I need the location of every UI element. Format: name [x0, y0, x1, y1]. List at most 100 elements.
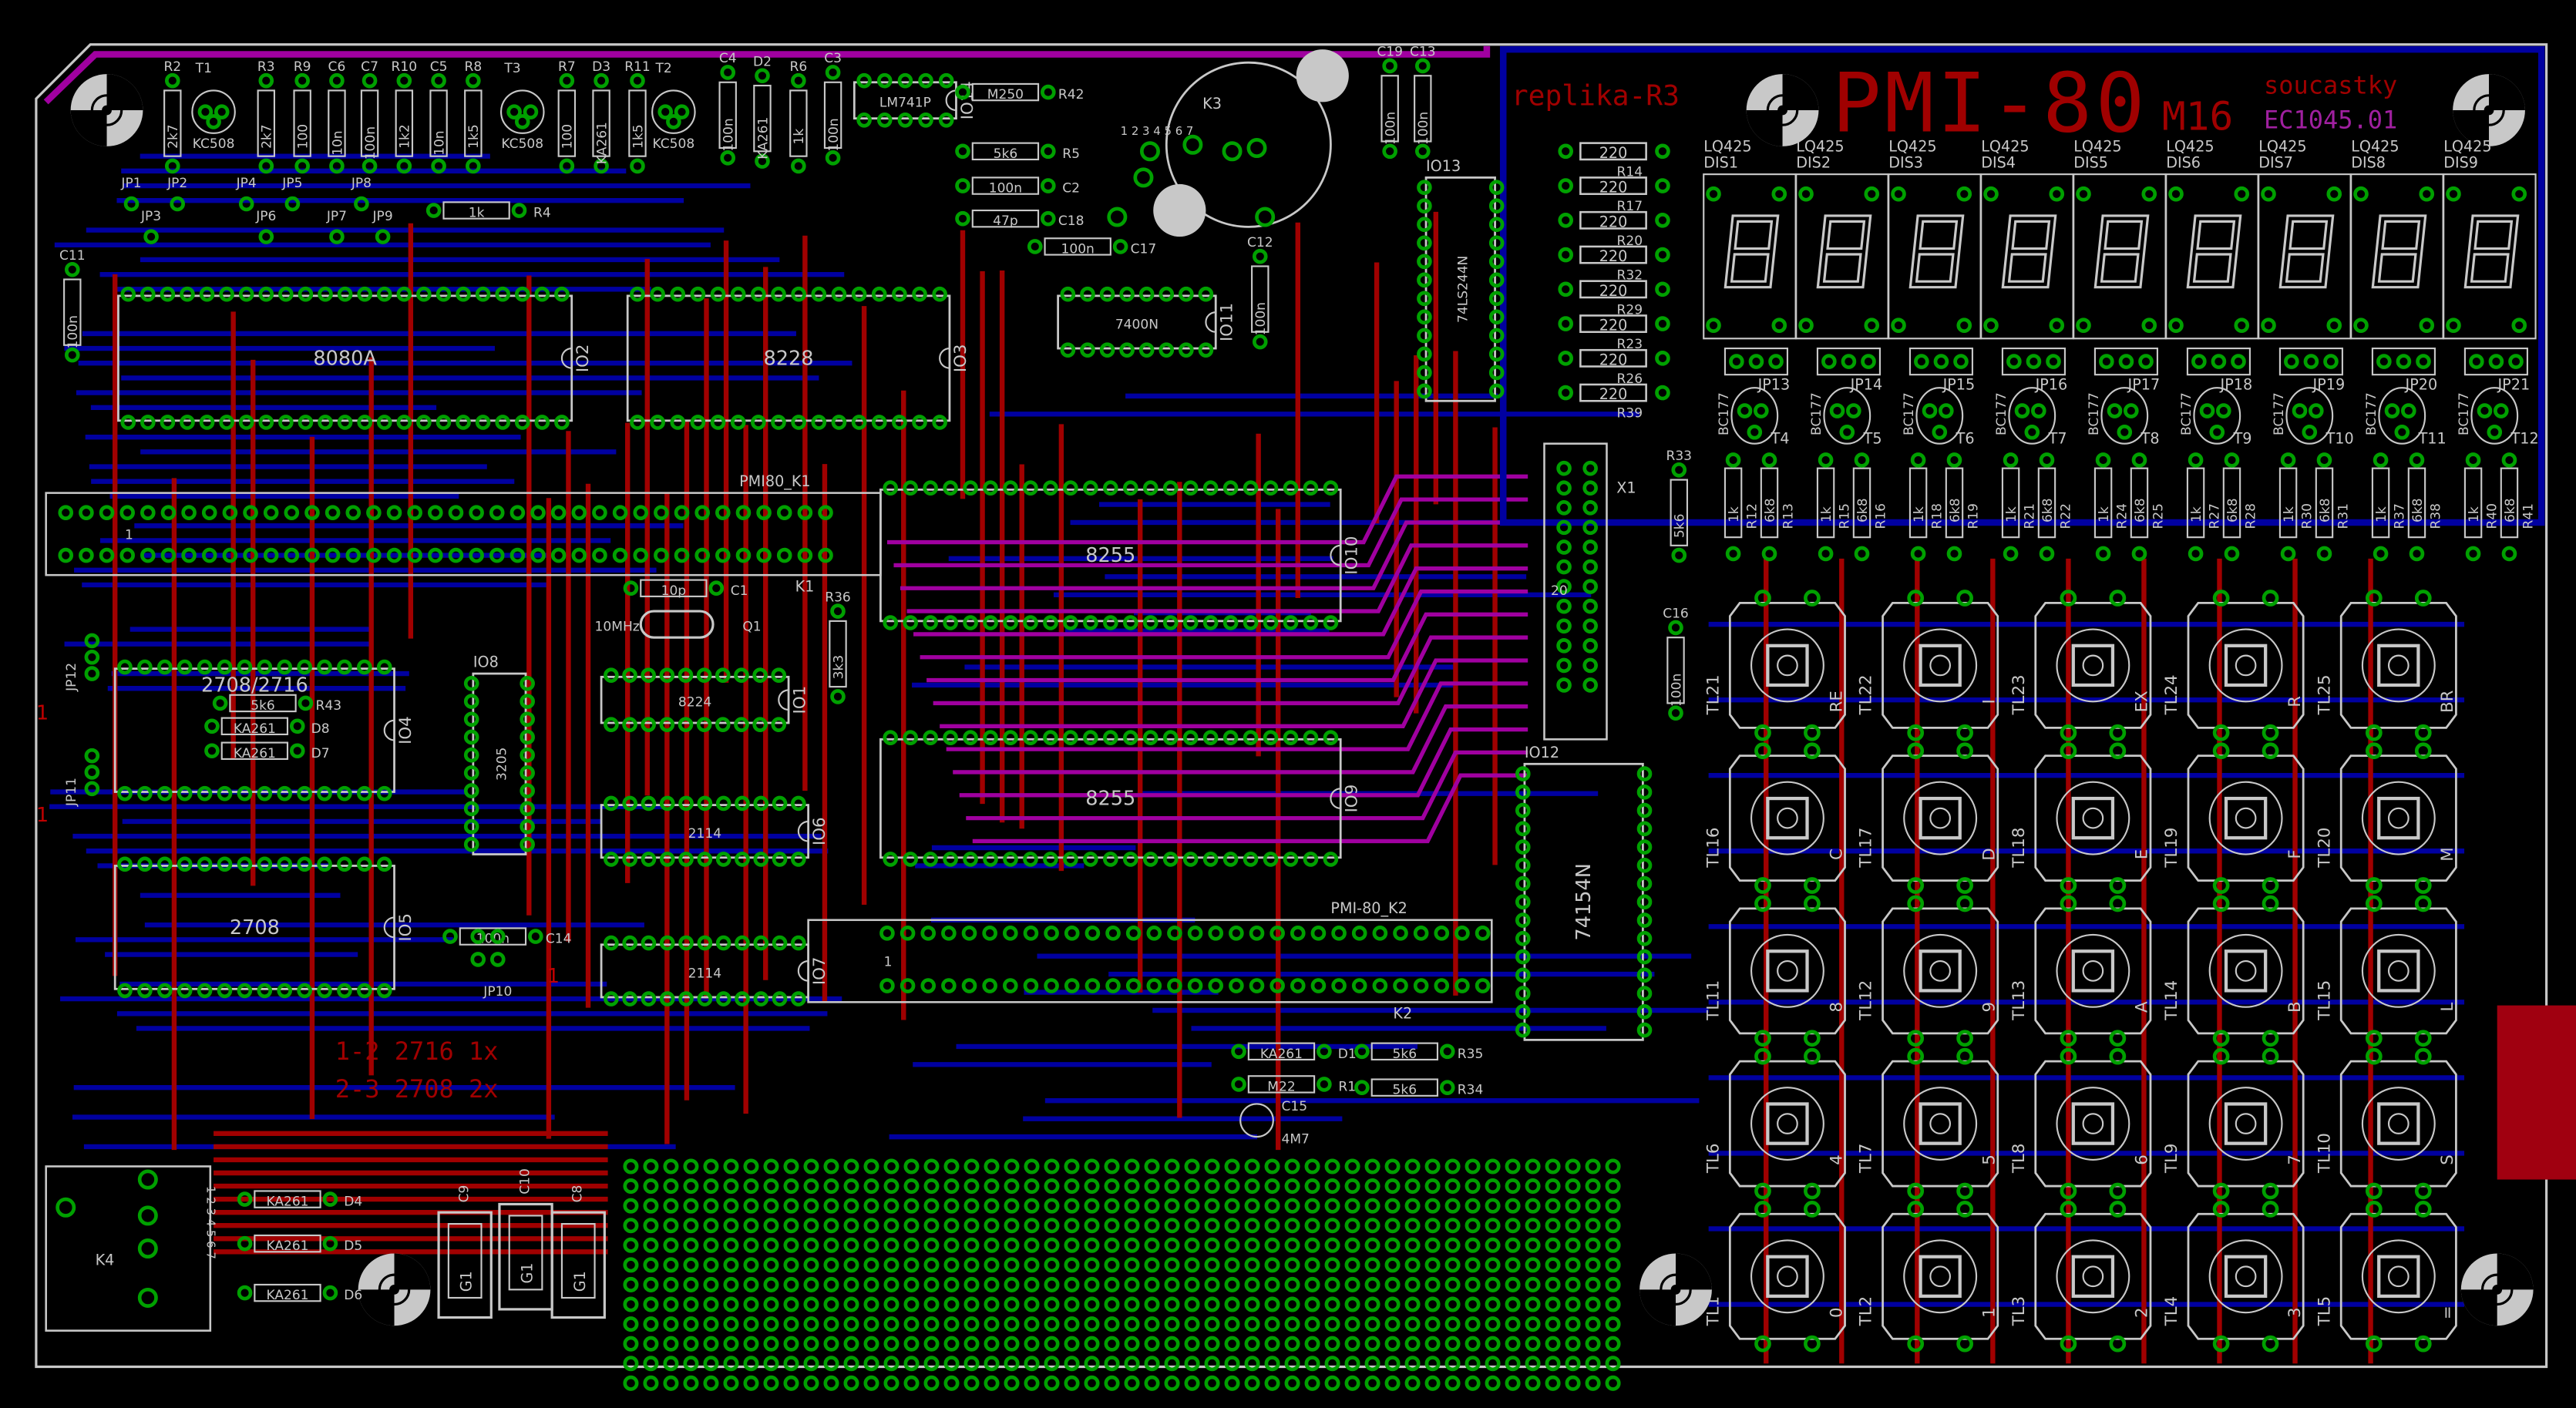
ic-part-label: 2708/2716 [201, 674, 308, 697]
transistor-type: BC177 [2364, 392, 2379, 435]
pad [955, 143, 970, 160]
jumper-jp7[interactable]: JP7 [326, 209, 347, 244]
pad [1162, 730, 1179, 745]
pad [903, 852, 918, 867]
pad [1515, 802, 1531, 818]
part-ref: R8 [464, 59, 482, 75]
pad [1003, 615, 1018, 630]
jumper-jp9[interactable]: JP9 [372, 209, 393, 244]
part-value: G1 [458, 1271, 476, 1292]
pad [160, 505, 177, 520]
jumper-jp10[interactable]: JP10 [470, 929, 513, 1000]
pad [2309, 403, 2324, 418]
pad [2280, 546, 2296, 562]
jumper-label: JP10 [483, 984, 512, 1000]
pad [117, 856, 133, 872]
jumper-jp6[interactable]: JP6 [255, 209, 276, 244]
pad [1748, 354, 1764, 369]
pad [2168, 186, 2184, 202]
transistor-type: BC177 [1902, 392, 1917, 435]
jumper-jp1[interactable]: JP1 [120, 176, 142, 212]
pad [1488, 346, 1505, 362]
pad [1907, 1182, 1925, 1200]
transistor-ref: T11 [2418, 430, 2447, 448]
pad [297, 785, 312, 801]
jumper-jp12[interactable]: JP12 [64, 633, 100, 692]
jumper-jp5[interactable]: JP5 [281, 176, 302, 212]
resistor-ref: R31 [2336, 503, 2351, 529]
part-ref: D5 [344, 1238, 362, 1254]
pad [431, 72, 446, 89]
jumper-jp8[interactable]: JP8 [351, 176, 372, 212]
pad [1861, 354, 1876, 369]
pad [1754, 1047, 1771, 1065]
pad [1655, 247, 1670, 263]
pad [879, 926, 895, 941]
pad [1488, 235, 1505, 251]
jumper-jp4[interactable]: JP4 [236, 176, 257, 212]
pad [1636, 766, 1653, 781]
key-legend: I [1979, 699, 1999, 704]
pad [137, 1287, 158, 1308]
pad [856, 112, 872, 128]
pad [1323, 852, 1339, 867]
key-switch-tl5[interactable]: TL5= [2315, 1201, 2457, 1353]
pad [1582, 499, 1598, 516]
jumper-jp11[interactable]: JP11 [64, 748, 100, 807]
pad [1636, 821, 1653, 837]
jumper-jp2[interactable]: JP2 [166, 176, 187, 212]
jumper-jp3[interactable]: JP3 [140, 209, 161, 244]
pad [1112, 239, 1128, 254]
pad [2365, 1182, 2383, 1200]
pad [278, 415, 294, 430]
pad [1956, 318, 1972, 334]
pad [396, 286, 412, 302]
pad [1372, 926, 1388, 941]
pad [659, 935, 675, 951]
pad [1041, 178, 1056, 193]
pad [1119, 342, 1135, 358]
pad [1804, 1335, 1821, 1353]
pad [217, 983, 233, 999]
pad [920, 926, 937, 941]
pad [735, 547, 752, 563]
pad [495, 286, 511, 302]
pad [2003, 452, 2019, 468]
pad [509, 505, 526, 520]
ic-ref-label: IO3 [951, 344, 970, 373]
pad [1515, 785, 1531, 800]
pad [1891, 318, 1906, 334]
pad [1331, 978, 1347, 993]
pad [2060, 895, 2077, 912]
pad [622, 935, 637, 951]
